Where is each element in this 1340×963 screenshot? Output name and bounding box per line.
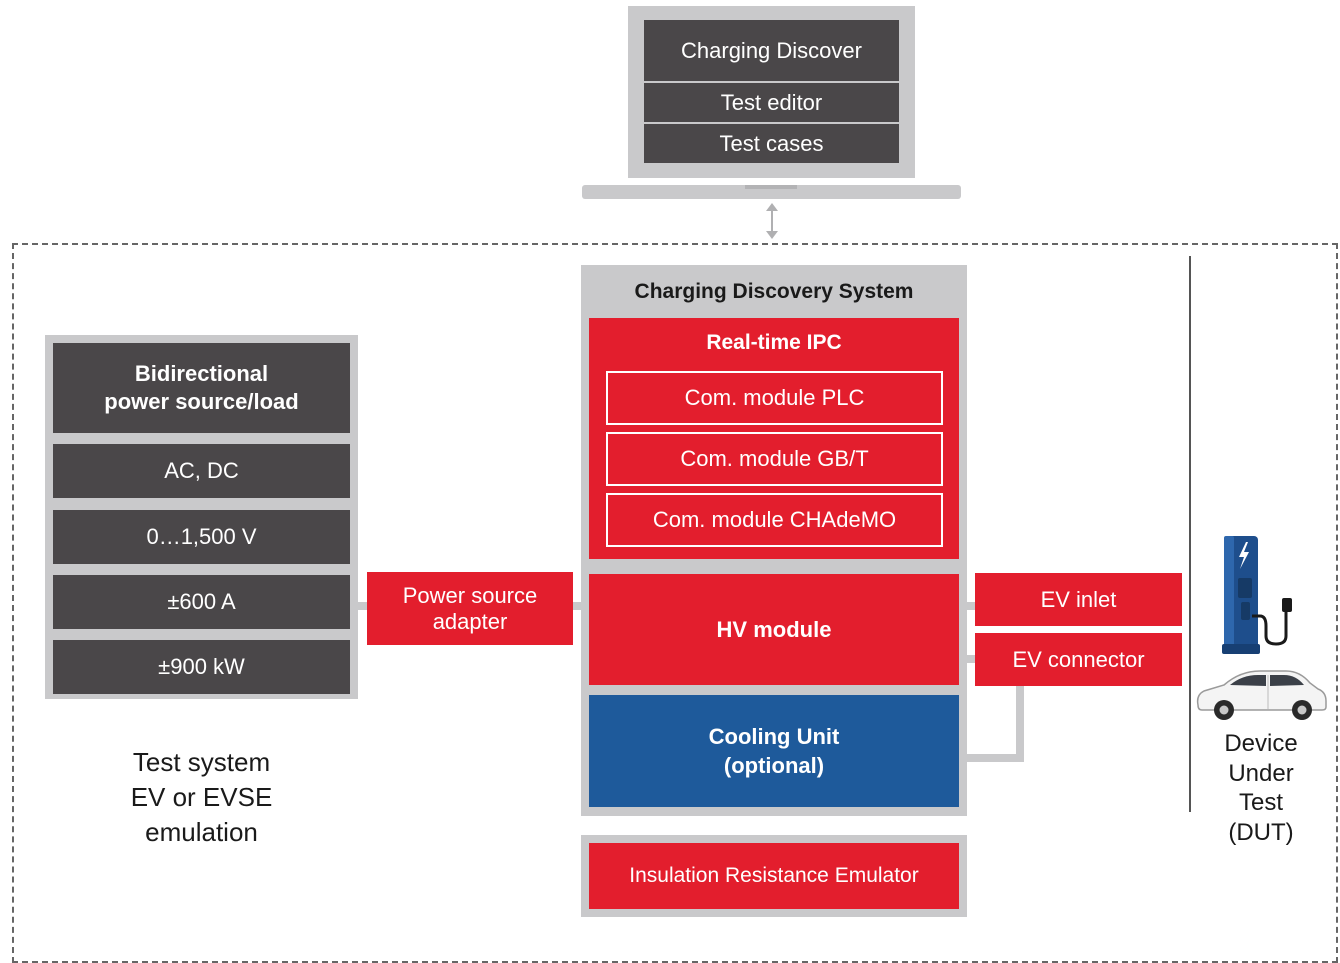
cooling-unit-line2: (optional) bbox=[723, 753, 825, 778]
realtime-ipc-title: Real-time IPC bbox=[706, 331, 842, 354]
bidirectional-arrow-icon bbox=[766, 203, 778, 239]
insulation-resistance-emulator: Insulation Resistance Emulator bbox=[589, 843, 959, 909]
test-system-label: Test system EV or EVSE emulation bbox=[80, 744, 323, 850]
laptop-test-editor: Test editor bbox=[644, 83, 899, 122]
laptop-base bbox=[582, 185, 961, 199]
ev-inlet: EV inlet bbox=[975, 573, 1182, 626]
power-spec-voltage: 0…1,500 V bbox=[53, 510, 350, 564]
connector-power-adapter bbox=[356, 602, 368, 610]
cooling-unit: Cooling Unit (optional) bbox=[589, 695, 959, 807]
power-source-adapter: Power source adapter bbox=[367, 572, 573, 645]
power-source-title-line1: Bidirectional bbox=[134, 361, 269, 386]
power-spec-type: AC, DC bbox=[53, 444, 350, 498]
connector-adapter-system bbox=[572, 602, 584, 610]
dut-label-line3: Test bbox=[1238, 789, 1283, 816]
test-system-label-line2: EV or EVSE bbox=[130, 781, 273, 812]
cooling-unit-line1: Cooling Unit bbox=[708, 724, 840, 749]
power-spec-power: ±900 kW bbox=[53, 640, 350, 694]
connector-cooling-horizontal bbox=[966, 754, 1024, 762]
power-source-adapter-line2: adapter bbox=[432, 608, 508, 634]
com-module-chademo: Com. module CHAdeMO bbox=[606, 493, 943, 547]
laptop-app-title: Charging Discover bbox=[644, 20, 899, 81]
ev-connector: EV connector bbox=[975, 633, 1182, 686]
charging-station-icon bbox=[1222, 536, 1292, 654]
connector-cooling-vertical bbox=[1016, 686, 1024, 762]
charging-discovery-system-title: Charging Discovery System bbox=[634, 280, 914, 303]
dut-label-line2: Under bbox=[1228, 759, 1294, 787]
test-system-label-line1: Test system bbox=[132, 746, 271, 777]
connector-hv-inlet bbox=[966, 602, 976, 610]
power-source-adapter-line1: Power source bbox=[402, 582, 538, 608]
power-source-title: Bidirectional power source/load bbox=[53, 343, 350, 433]
test-system-label-line3: emulation bbox=[145, 816, 258, 847]
power-source-title-line2: power source/load bbox=[104, 389, 299, 414]
dut-divider bbox=[1189, 256, 1191, 812]
com-module-gbt: Com. module GB/T bbox=[606, 432, 943, 486]
dut-label: Device Under Test (DUT) bbox=[1198, 728, 1324, 848]
power-spec-current: ±600 A bbox=[53, 575, 350, 629]
car-icon bbox=[1196, 670, 1327, 720]
dut-label-line4: (DUT) bbox=[1228, 818, 1294, 846]
hv-module: HV module bbox=[589, 574, 959, 685]
com-module-plc: Com. module PLC bbox=[606, 371, 943, 425]
dut-label-line1: Device bbox=[1224, 730, 1298, 757]
laptop-test-cases: Test cases bbox=[644, 124, 899, 163]
connector-hv-connector bbox=[966, 655, 976, 663]
laptop-notch bbox=[745, 185, 797, 189]
